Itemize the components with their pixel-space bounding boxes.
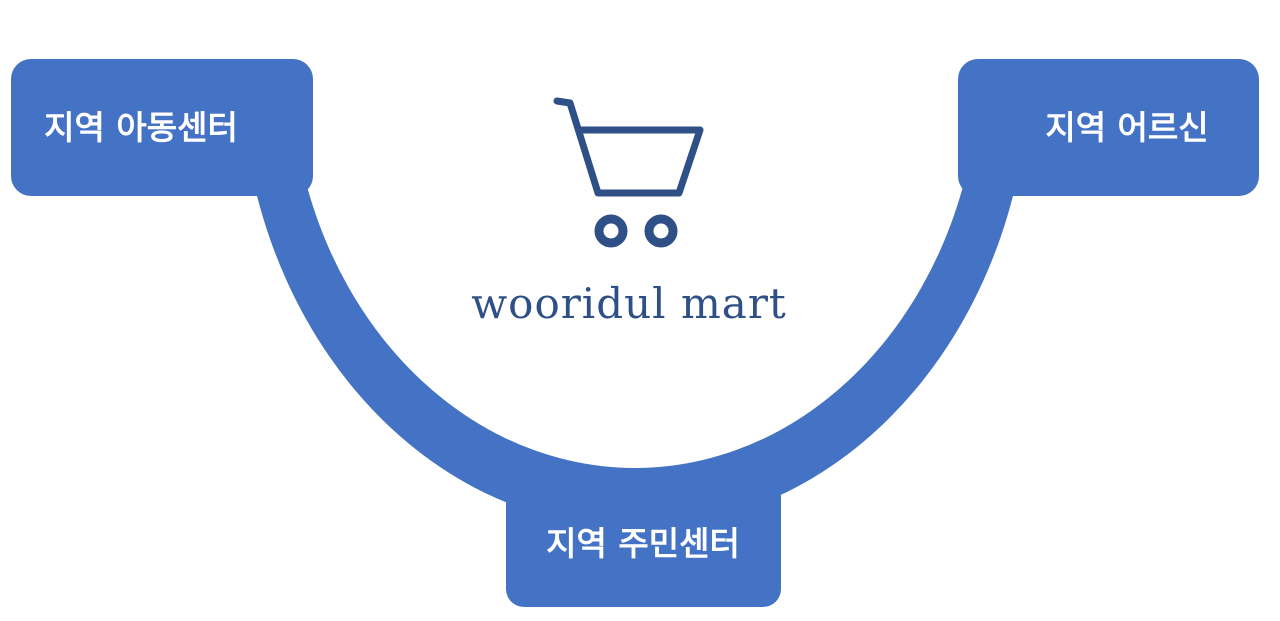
shopping-cart-icon [553,97,704,248]
box-right-shape [958,59,1259,196]
half-ring [240,60,1030,528]
box-bottom-shape [506,478,781,607]
box-right: 지역 어르신 [958,59,1259,196]
box-left-label: 지역 아동센터 [44,108,238,147]
box-left-shape [11,59,313,196]
box-left: 지역 아동센터 [11,59,313,196]
box-bottom: 지역 주민센터 [506,478,781,607]
box-right-label: 지역 어르신 [1045,108,1208,147]
box-bottom-label: 지역 주민센터 [546,524,740,563]
logo-text: wooridul mart [471,279,787,328]
